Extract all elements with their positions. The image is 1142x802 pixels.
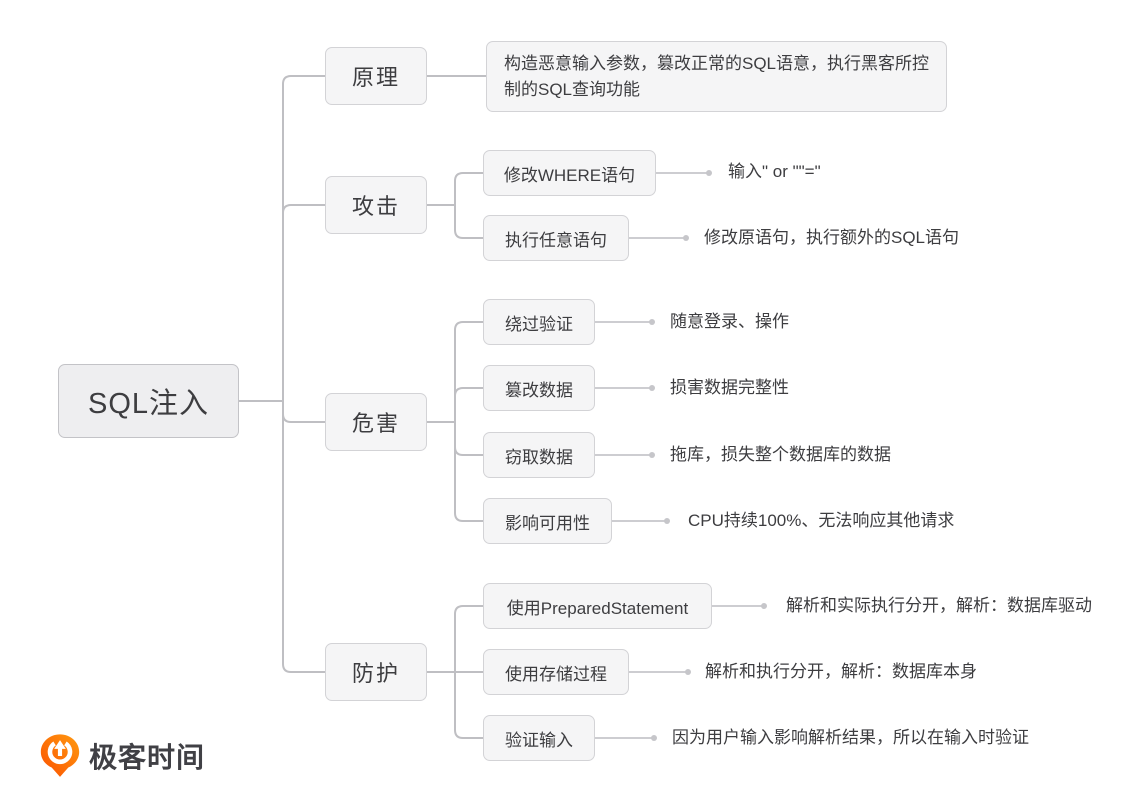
leaf-note-availability[interactable]: CPU持续100%、无法响应其他请求 — [688, 511, 955, 530]
root-node-sql-injection[interactable]: SQL注入 — [58, 364, 239, 438]
leafline-dot — [649, 319, 655, 325]
leafline-dot — [664, 518, 670, 524]
child-node-principle-desc[interactable]: 构造恶意输入参数，篡改正常的SQL语意，执行黑客所控制的SQL查询功能 — [486, 41, 947, 112]
geektime-logo[interactable]: 极客时间 — [40, 733, 205, 779]
leaf-note-steal[interactable]: 拖库，损失整个数据库的数据 — [670, 445, 891, 464]
leaf-note-bypass[interactable]: 随意登录、操作 — [670, 312, 789, 331]
connector-trunk-attack — [282, 204, 326, 402]
leaf-note-arbitrary[interactable]: 修改原语句，执行额外的SQL语句 — [704, 228, 960, 247]
leaf-note-prepared[interactable]: 解析和实际执行分开，解析：数据库驱动 — [786, 596, 1092, 615]
leafline-dot — [683, 235, 689, 241]
geektime-logo-text: 极客时间 — [89, 742, 206, 773]
leafline-dot — [649, 385, 655, 391]
child-node-use-preparedstatement[interactable]: 使用PreparedStatement — [483, 583, 712, 629]
leafline-dot — [651, 735, 657, 741]
connector-attack-where — [454, 172, 484, 206]
leaf-note-tamper[interactable]: 损害数据完整性 — [670, 378, 789, 397]
leaf-note-where-example[interactable]: 输入" or ""=" — [728, 162, 821, 181]
leaf-note-validate[interactable]: 因为用户输入影响解析结果，所以在输入时验证 — [672, 728, 1029, 747]
child-node-bypass-auth[interactable]: 绕过验证 — [483, 299, 595, 345]
connector-trunk-defense — [282, 400, 326, 673]
connector-harm-bypass — [454, 321, 484, 423]
leafline-dot — [649, 452, 655, 458]
child-node-steal-data[interactable]: 窃取数据 — [483, 432, 595, 478]
connector-harm-availability — [454, 421, 484, 522]
leafline-dot — [706, 170, 712, 176]
child-node-affect-availability[interactable]: 影响可用性 — [483, 498, 612, 544]
leaf-note-stored[interactable]: 解析和执行分开，解析：数据库本身 — [705, 662, 977, 681]
child-node-validate-input[interactable]: 验证输入 — [483, 715, 595, 761]
child-node-modify-where[interactable]: 修改WHERE语句 — [483, 150, 656, 196]
child-node-execute-arbitrary[interactable]: 执行任意语句 — [483, 215, 629, 261]
connector-harm-tamper — [454, 387, 484, 423]
connector-attack-arbitrary — [454, 204, 484, 239]
branch-node-attack[interactable]: 攻击 — [325, 176, 427, 234]
connector-trunk-principle — [282, 75, 326, 402]
connector-defense-validate — [454, 671, 484, 739]
connector-trunk-harm — [282, 400, 326, 423]
connector-harm-steal — [454, 421, 484, 456]
leafline-dot — [761, 603, 767, 609]
branch-node-harm[interactable]: 危害 — [325, 393, 427, 451]
leafline-dot — [685, 669, 691, 675]
connector-defense-prepared — [454, 605, 484, 673]
geektime-logo-icon — [40, 734, 80, 777]
branch-node-defense[interactable]: 防护 — [325, 643, 427, 701]
child-node-use-stored-procedure[interactable]: 使用存储过程 — [483, 649, 629, 695]
child-node-tamper-data[interactable]: 篡改数据 — [483, 365, 595, 411]
branch-node-principle[interactable]: 原理 — [325, 47, 427, 105]
